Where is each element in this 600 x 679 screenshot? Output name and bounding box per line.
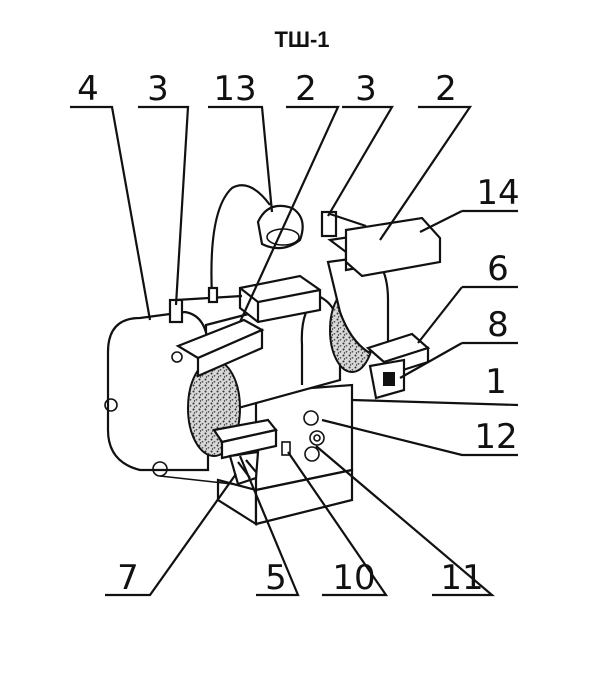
label-13: 13 — [213, 69, 256, 109]
grinder-illustration — [104, 184, 442, 526]
leader-lines — [70, 105, 519, 597]
part-labels: 4 3 13 2 3 2 14 6 8 1 12 7 5 10 11 — [77, 69, 519, 598]
label-1: 1 — [485, 362, 507, 402]
diagram-title: ТШ-1 — [274, 27, 329, 52]
label-11: 11 — [440, 558, 483, 598]
label-12: 12 — [474, 417, 517, 457]
right-shield-post — [320, 210, 338, 238]
base-side — [216, 478, 258, 526]
toggle-10 — [281, 441, 291, 456]
right-cover-14 — [344, 216, 442, 278]
label-14: 14 — [476, 173, 519, 213]
left-guard-4 — [106, 310, 210, 472]
lamp-arm — [210, 184, 271, 297]
label-3-right: 3 — [355, 69, 377, 109]
label-3-left: 3 — [147, 69, 169, 109]
motor-top-box — [238, 274, 322, 324]
label-2-right: 2 — [435, 69, 457, 109]
label-4: 4 — [77, 69, 99, 109]
switch-11-upper — [309, 430, 325, 446]
label-7: 7 — [117, 558, 139, 598]
switch-11 — [304, 446, 320, 462]
label-10: 10 — [332, 558, 375, 598]
label-2-left: 2 — [295, 69, 317, 109]
label-8: 8 — [487, 305, 509, 345]
indicator-12 — [303, 410, 319, 426]
label-5: 5 — [265, 558, 287, 598]
label-6: 6 — [487, 249, 509, 289]
